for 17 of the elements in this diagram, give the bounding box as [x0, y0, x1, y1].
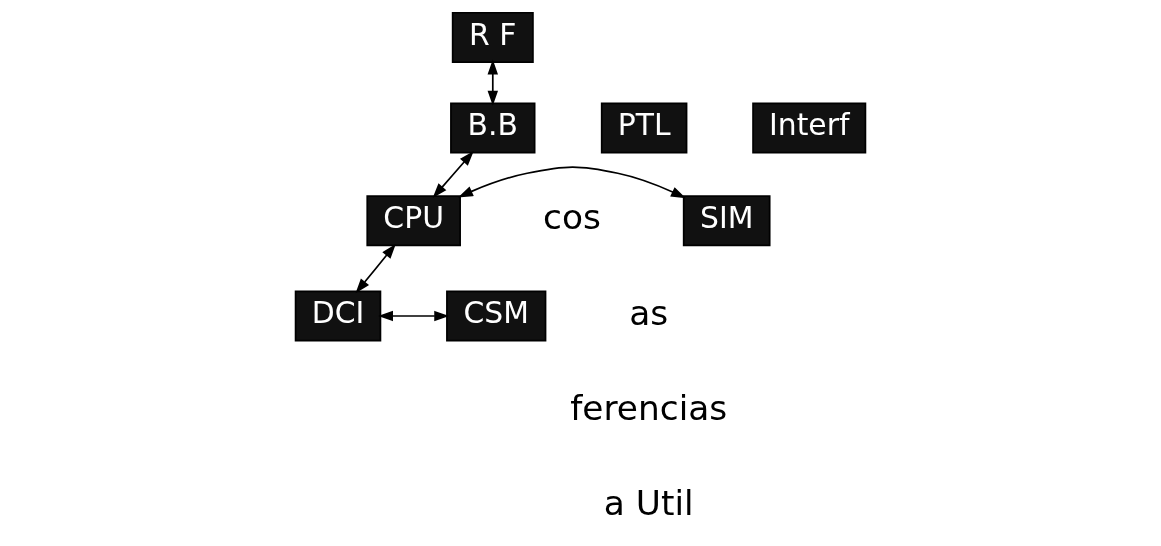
node-box: CPU — [366, 195, 461, 247]
node-box: DCI — [294, 290, 382, 342]
node-box: Interf — [752, 102, 867, 154]
label: cos — [542, 197, 601, 238]
node-box: R F — [451, 11, 534, 63]
arrow — [378, 310, 450, 322]
node-box: B.B — [450, 102, 536, 154]
arrow — [458, 166, 686, 199]
label: as — [629, 292, 669, 333]
node-box: PTL — [600, 102, 688, 154]
arrow — [355, 243, 396, 294]
node-box: CSM — [446, 290, 547, 342]
label: ferencias — [570, 387, 728, 428]
node-box: SIM — [682, 195, 771, 247]
arrow — [487, 59, 498, 106]
arrow — [432, 150, 474, 198]
label: a Util — [603, 482, 694, 523]
